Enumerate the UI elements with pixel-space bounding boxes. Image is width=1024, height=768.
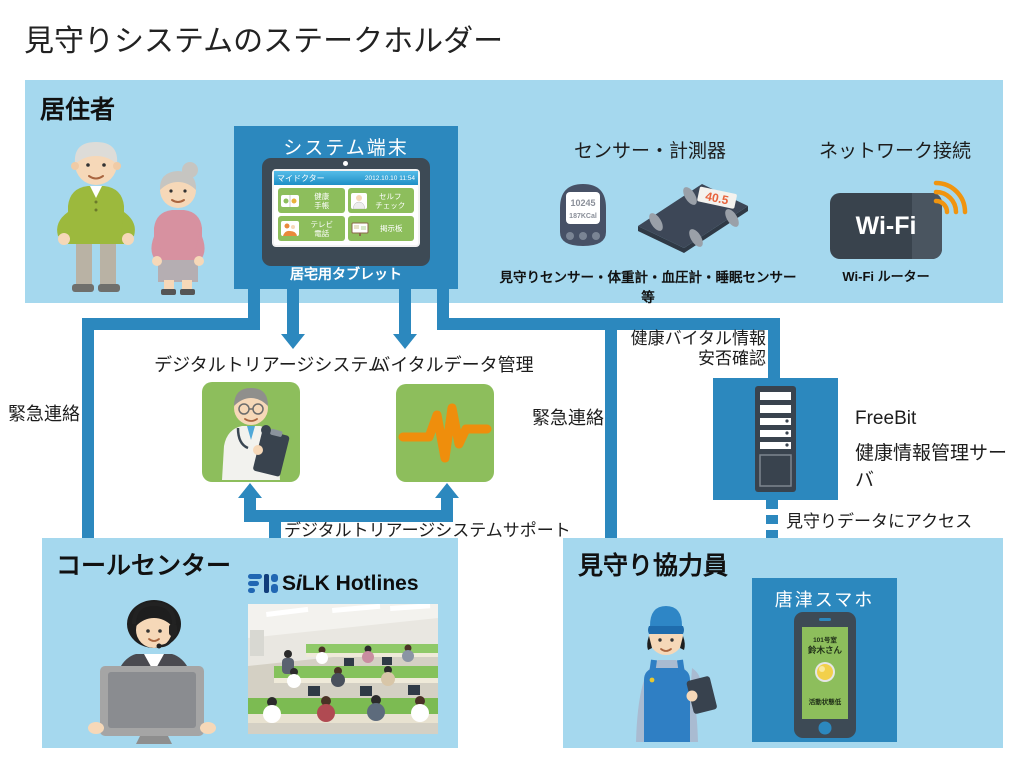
button-label: チェック xyxy=(375,200,406,210)
page-title: 見守りシステムのステークホルダー xyxy=(24,25,504,58)
health-book-button[interactable]: 健康手帳 xyxy=(278,188,345,213)
phone-status: 活動状態低 xyxy=(809,697,842,706)
line-emergency-left xyxy=(82,318,94,538)
terminal-title: システム端末 xyxy=(283,138,409,159)
wifi-signal-icon xyxy=(933,180,968,215)
server-name: FreeBit xyxy=(855,408,917,429)
emergency-left-label: 緊急連絡 xyxy=(8,404,80,424)
health-vital-line1: 健康バイタル情報 xyxy=(630,329,766,348)
self-check-icon xyxy=(350,192,367,209)
self-check-button[interactable]: セルフチェック xyxy=(347,188,414,213)
arrow-to-vital-head xyxy=(393,334,417,349)
brand-rest: LK Hotlines xyxy=(301,572,419,595)
heartbeat-icon xyxy=(398,403,492,463)
resident-label: 居住者 xyxy=(40,96,116,124)
button-label: セルフ xyxy=(379,191,402,201)
health-vital-line2: 安否確認 xyxy=(698,349,766,368)
emergency-right-label: 緊急連絡 xyxy=(532,408,604,428)
tv-phone-icon xyxy=(281,221,299,236)
app-datetime: 2012.10.10 11:54 xyxy=(364,174,415,182)
arrow-up-vital-head xyxy=(435,483,459,498)
smartphone-illustration: 101号室 鈴木さん 活動状態低 xyxy=(794,612,856,738)
operator-illustration xyxy=(88,600,216,744)
arrow-to-vital-shaft xyxy=(399,289,411,335)
support-line1: デジタルトリアージシステムサポート xyxy=(284,521,571,540)
tablet-screen-header: マイドクター 2012.10.10 11:54 xyxy=(274,171,418,185)
silk-hotlines-brand: SiLK Hotlines xyxy=(248,572,419,596)
line-support-horizontal xyxy=(244,510,453,522)
arrow-to-triage-shaft xyxy=(287,289,299,335)
phone-name: 鈴木さん xyxy=(808,645,843,655)
people xyxy=(263,644,429,723)
button-label: テレビ xyxy=(310,219,334,229)
triage-label: デジタルトリアージシステム xyxy=(154,355,386,375)
elderly-couple-illustration xyxy=(57,142,205,295)
bulletin-board-icon xyxy=(351,222,368,236)
line-to-server xyxy=(768,330,780,378)
scale-illustration: 40.5 xyxy=(638,184,748,253)
server-box xyxy=(713,378,838,500)
bulletin-board-button[interactable]: 掲示板 xyxy=(347,216,414,241)
arrow-to-triage-head xyxy=(281,334,305,349)
network-title: ネットワーク接続 xyxy=(818,141,971,162)
line-emergency-right xyxy=(605,318,617,538)
health-book-icon xyxy=(281,194,299,207)
tablet-leg-left xyxy=(248,289,260,330)
freebit-logo-icon xyxy=(248,574,278,593)
karatsu-device-box: 唐津スマホ 101号室 鈴木さん 活動状態低 xyxy=(752,578,897,742)
call-center-photo xyxy=(248,604,438,734)
brand-text: SiLK Hotlines xyxy=(282,572,419,596)
router-caption: Wi-Fi ルーター xyxy=(842,269,930,284)
doctor-illustration xyxy=(222,388,290,480)
arrow-up-triage-head xyxy=(238,483,262,498)
tablet-app-grid: 健康手帳 セルフチェック xyxy=(278,188,414,241)
server-tower-icon xyxy=(755,386,796,492)
tablet-screen: マイドクター 2012.10.10 11:54 健康手帳 xyxy=(274,171,418,245)
terminal-caption: 居宅用タブレット xyxy=(290,266,402,282)
brand-s: S xyxy=(282,572,297,595)
vital-box xyxy=(396,384,494,482)
wifi-router: Wi-Fi xyxy=(830,193,942,259)
triage-box xyxy=(202,382,300,482)
button-label: 掲示板 xyxy=(380,224,403,233)
tv-phone-button[interactable]: テレビ電話 xyxy=(278,216,345,241)
home-tablet: マイドクター 2012.10.10 11:54 健康手帳 xyxy=(262,158,430,266)
tablet-camera-dot xyxy=(343,161,348,166)
button-label: 手帳 xyxy=(314,200,330,210)
sensors-caption: 見守りセンサー・体重計・血圧計・睡眠センサー等 xyxy=(499,270,797,305)
server-desc: 健康情報管理サーバ xyxy=(855,443,1008,491)
vital-label: バイタルデータ管理 xyxy=(372,355,534,375)
access-label: 見守りデータにアクセス xyxy=(786,512,973,531)
button-label: 電話 xyxy=(314,228,330,238)
device-title: 唐津スマホ xyxy=(774,590,875,610)
pedometer-steps: 10245 xyxy=(570,198,595,208)
line-left-horizontal xyxy=(82,318,260,330)
pedometer-kcal: 187KCal xyxy=(569,213,597,220)
pedometer-illustration: 10245 187KCal xyxy=(560,184,606,246)
scale-value: 40.5 xyxy=(704,189,730,208)
router-side xyxy=(912,193,942,259)
brand-i: i xyxy=(296,572,302,595)
system-terminal-box: システム端末 マイドクター 2012.10.10 11:54 健康手帳 xyxy=(234,126,458,289)
health-vital-label: 健康バイタル情報 安否確認 xyxy=(616,329,766,369)
sensors-title: センサー・計測器 xyxy=(573,141,726,162)
wifi-label: Wi-Fi xyxy=(855,211,917,240)
worker-illustration xyxy=(636,606,717,742)
phone-room: 101号室 xyxy=(813,635,837,644)
app-title: マイドクター xyxy=(277,173,325,183)
button-label: 健康 xyxy=(314,191,330,201)
watcher-label: 見守り協力員 xyxy=(578,552,729,580)
call-center-label: コールセンター xyxy=(56,552,232,580)
